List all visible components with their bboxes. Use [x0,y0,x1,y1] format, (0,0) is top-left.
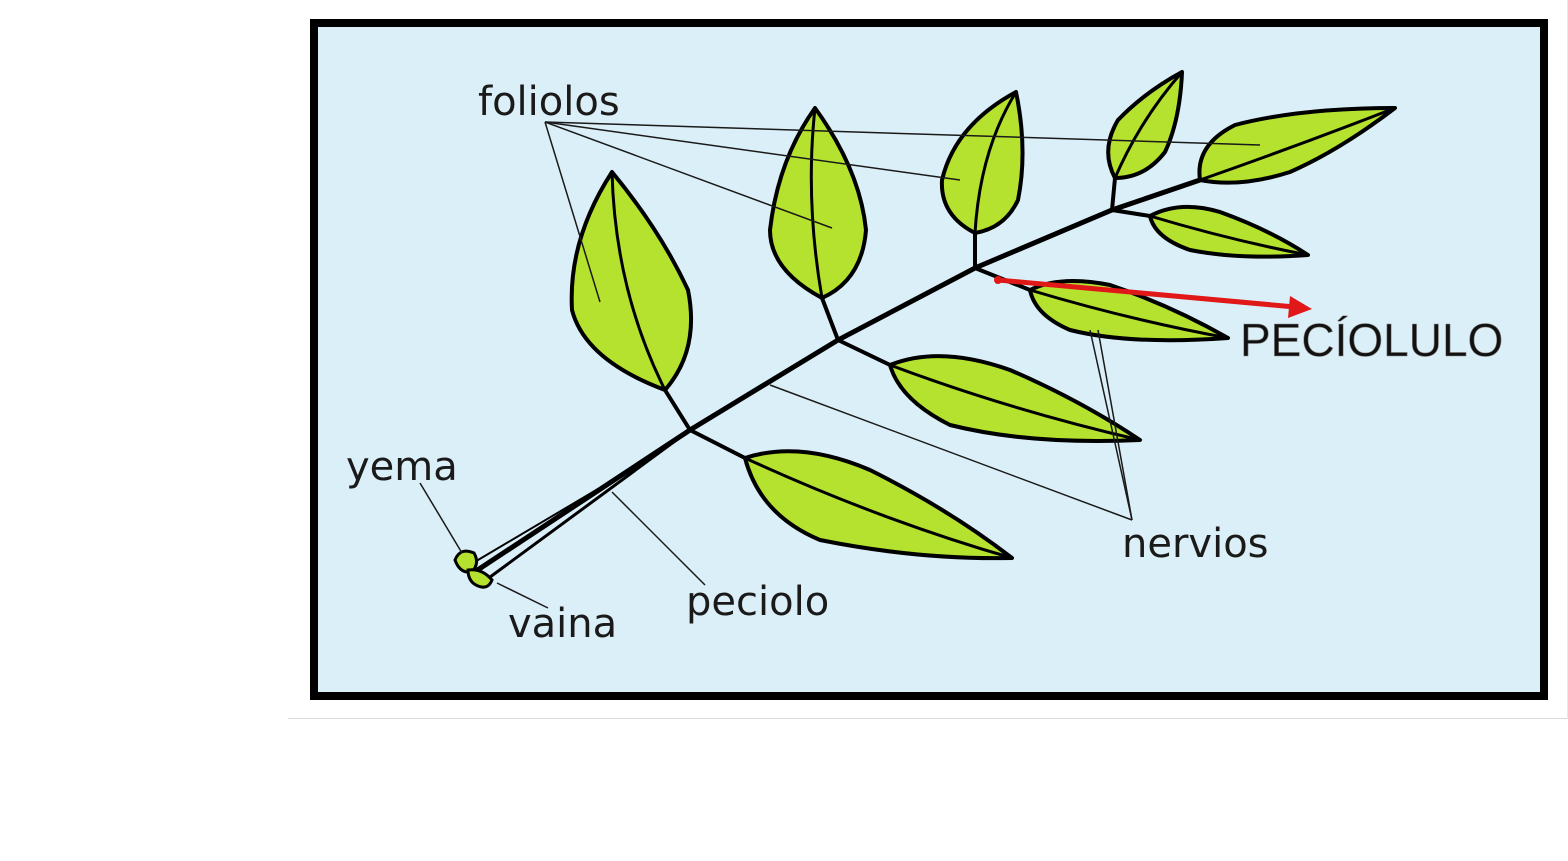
label-nervios: nervios [1122,521,1269,567]
label-yema: yema [346,444,458,490]
peciolulo-arrow [994,276,1312,318]
leader-lines [419,121,1261,609]
leaflets [569,70,1397,561]
label-peciolulo: PECÍOLULO [1240,314,1503,366]
rachis [467,176,1203,582]
label-vaina: vaina [508,601,617,647]
yema-vaina [453,549,494,589]
label-foliolos: foliolos [478,79,620,125]
label-peciolo: peciolo [686,579,829,625]
